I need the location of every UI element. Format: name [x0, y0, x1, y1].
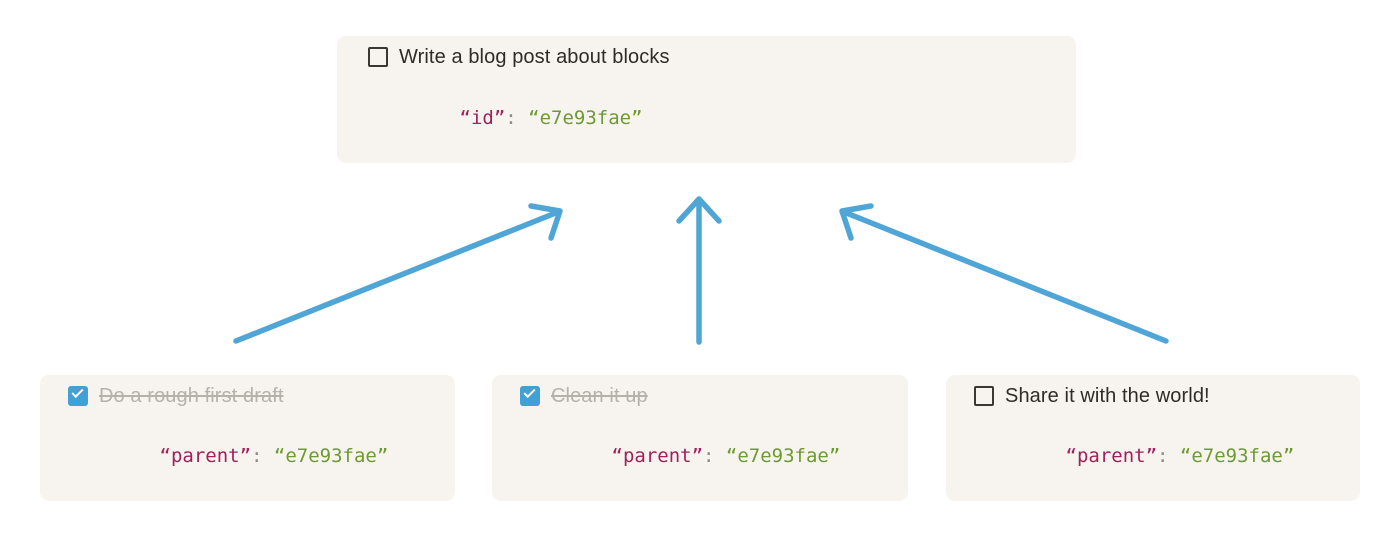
child-3-json-colon: :	[1157, 445, 1180, 467]
child-1-todo-label: Do a rough first draft	[99, 385, 284, 407]
arrow-child-1-to-parent	[233, 203, 563, 344]
child-2-todo-row: Clean it up	[520, 384, 894, 408]
child-2-json-row: “parent”: “e7e93fae”	[520, 420, 894, 492]
child-1-card-content: Do a rough first draft “parent”: “e7e93f…	[68, 375, 441, 501]
child-block-card-1[interactable]: Do a rough first draft “parent”: “e7e93f…	[40, 375, 455, 501]
parent-json-key: “id”	[459, 107, 506, 129]
child-1-json-value: “e7e93fae”	[273, 445, 389, 467]
parent-json-value: “e7e93fae”	[528, 107, 643, 129]
checkbox-empty-icon[interactable]	[974, 386, 994, 406]
child-3-json-row: “parent”: “e7e93fae”	[974, 420, 1346, 492]
child-1-json-row: “parent”: “e7e93fae”	[68, 420, 441, 492]
checkbox-checked-icon[interactable]	[520, 385, 540, 406]
arrow-child-3-to-parent	[839, 203, 1169, 344]
parent-json-row: “id”: “e7e93fae”	[368, 82, 1062, 154]
parent-todo-label: Write a blog post about blocks	[399, 46, 670, 68]
child-3-todo-row: Share it with the world!	[974, 384, 1346, 408]
child-3-json-key: “parent”	[1065, 445, 1158, 467]
parent-todo-row: Write a blog post about blocks	[368, 45, 1062, 69]
child-2-todo-label: Clean it up	[551, 385, 648, 407]
child-2-json-value: “e7e93fae”	[725, 445, 841, 467]
child-3-todo-label: Share it with the world!	[1005, 385, 1210, 407]
checkbox-checked-icon[interactable]	[68, 385, 88, 406]
child-3-json-value: “e7e93fae”	[1179, 445, 1295, 467]
child-1-todo-row: Do a rough first draft	[68, 384, 441, 408]
child-2-card-content: Clean it up “parent”: “e7e93fae”	[520, 375, 894, 501]
child-3-card-content: Share it with the world! “parent”: “e7e9…	[974, 375, 1346, 501]
arrow-child-2-to-parent	[676, 196, 722, 345]
checkbox-empty-icon[interactable]	[368, 47, 388, 67]
child-2-json-key: “parent”	[611, 445, 704, 467]
check-mark-icon	[523, 385, 536, 399]
child-2-json-colon: :	[703, 445, 726, 467]
child-block-card-2[interactable]: Clean it up “parent”: “e7e93fae”	[492, 375, 908, 501]
child-block-card-3[interactable]: Share it with the world! “parent”: “e7e9…	[946, 375, 1360, 501]
check-mark-icon	[71, 385, 84, 399]
child-1-json-colon: :	[251, 445, 274, 467]
parent-json-colon: :	[505, 107, 529, 129]
child-1-json-key: “parent”	[159, 445, 252, 467]
parent-block-card[interactable]: Write a blog post about blocks “id”: “e7…	[337, 36, 1076, 163]
parent-card-content: Write a blog post about blocks “id”: “e7…	[368, 36, 1062, 163]
